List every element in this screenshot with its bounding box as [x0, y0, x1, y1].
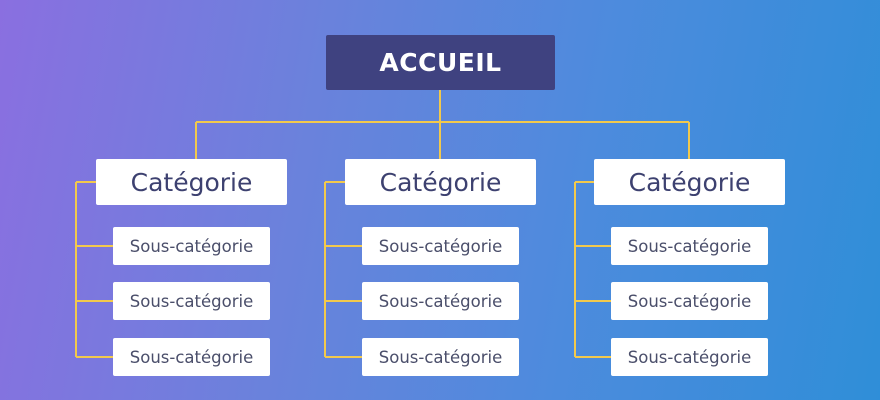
category-node-1: Catégorie [96, 159, 287, 205]
subcategory-node-2-1: Sous-catégorie [362, 227, 519, 265]
subcategory-node-3-2: Sous-catégorie [611, 282, 768, 320]
category-node-3: Catégorie [594, 159, 785, 205]
subcategory-node-2-3: Sous-catégorie [362, 338, 519, 376]
subcategory-node-2-2: Sous-catégorie [362, 282, 519, 320]
subcategory-node-3-1: Sous-catégorie [611, 227, 768, 265]
subcategory-node-1-3: Sous-catégorie [113, 338, 270, 376]
subcategory-node-1-2: Sous-catégorie [113, 282, 270, 320]
subcategory-node-1-1: Sous-catégorie [113, 227, 270, 265]
category-node-2: Catégorie [345, 159, 536, 205]
subcategory-node-3-3: Sous-catégorie [611, 338, 768, 376]
root-node: ACCUEIL [326, 35, 555, 90]
